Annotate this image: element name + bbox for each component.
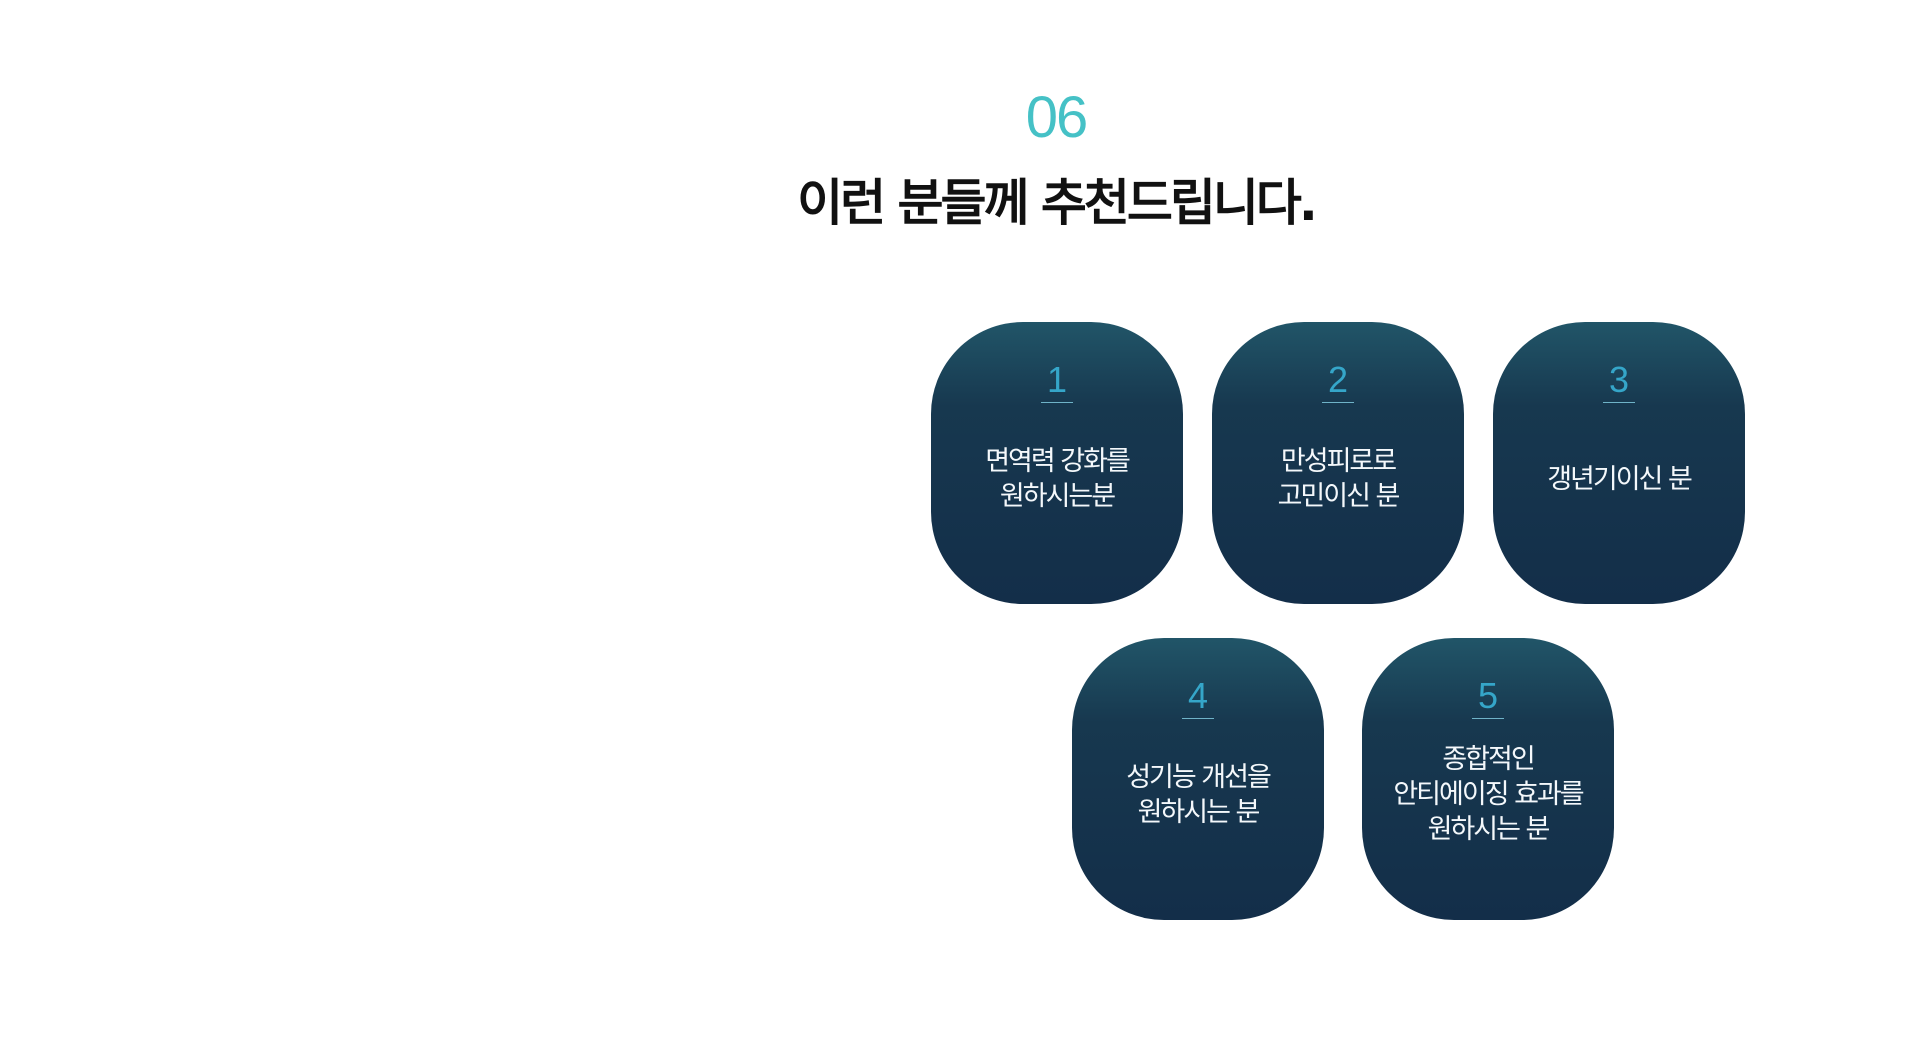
section-number: 06 [1025,85,1089,150]
card-number: 1 [1046,359,1068,400]
recommend-card-3: 3 갱년기이신 분 [1493,322,1745,604]
card-number: 5 [1477,675,1499,716]
card-description: 갱년기이신 분 [1501,462,1737,604]
recommend-card-2: 2 만성피로로 고민이신 분 [1212,322,1464,604]
card-number: 3 [1608,359,1630,400]
card-number-underline [1603,402,1635,403]
card-number-underline [1041,402,1073,403]
card-description: 면역력 강화를 원하시는분 [939,444,1175,604]
recommend-card-4: 4 성기능 개선을 원하시는 분 [1072,638,1324,920]
card-description-text: 만성피로로 고민이신 분 [1277,446,1401,512]
card-description-text: 갱년기이신 분 [1547,464,1693,495]
card-description: 성기능 개선을 원하시는 분 [1080,760,1316,920]
card-description: 만성피로로 고민이신 분 [1220,444,1456,604]
card-number-underline [1182,718,1214,719]
recommend-card-1: 1 면역력 강화를 원하시는분 [931,322,1183,604]
card-number-underline [1322,402,1354,403]
card-description-text: 면역력 강화를 원하시는분 [985,446,1131,512]
card-description-text: 종합적인 안티에이징 효과를 원하시는 분 [1393,744,1584,845]
section-title-strong: 추천드립니다. [1040,174,1318,232]
recommend-card-5: 5 종합적인 안티에이징 효과를 원하시는 분 [1362,638,1614,920]
card-number-underline [1472,718,1504,719]
card-description-text: 성기능 개선을 원하시는 분 [1126,762,1272,828]
card-number: 2 [1327,359,1349,400]
section-title-normal: 이런 분들께 [797,174,1041,232]
section-title: 이런 분들께 추천드립니다. [0,168,1920,238]
card-number: 4 [1187,675,1209,716]
card-description: 종합적인 안티에이징 효과를 원하시는 분 [1370,742,1606,920]
